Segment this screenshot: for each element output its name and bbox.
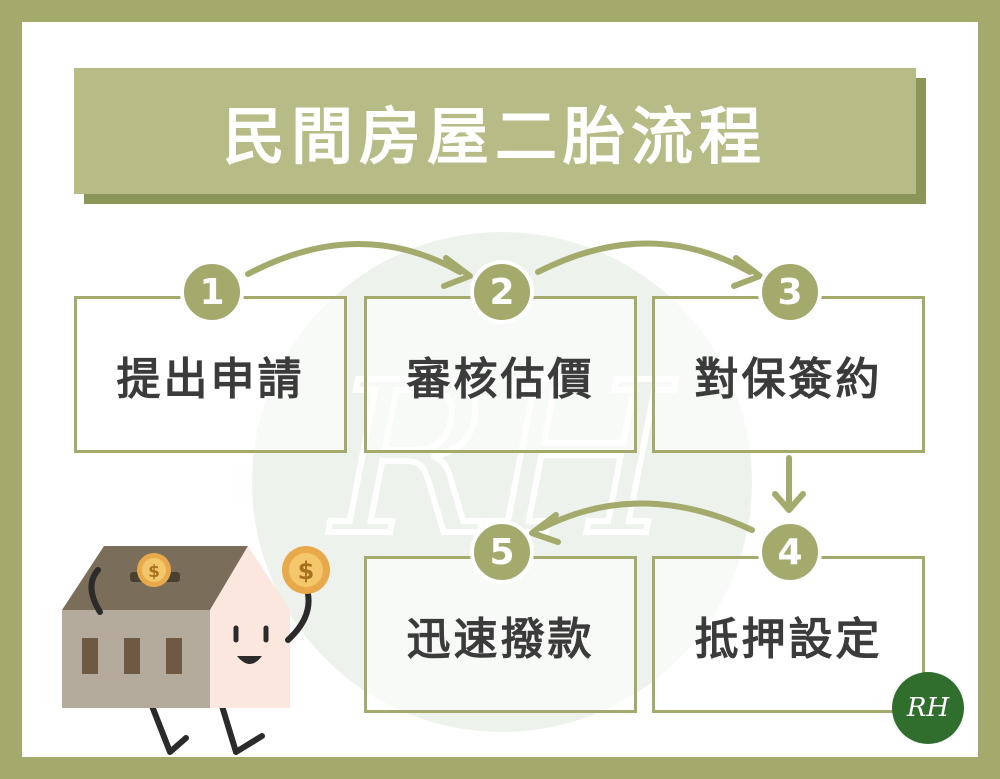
svg-text:$: $: [298, 557, 315, 585]
house-window: [82, 638, 98, 674]
step-number-2: 2: [470, 260, 534, 324]
house-right-arm: [285, 591, 312, 643]
coin-icon: $: [137, 553, 171, 587]
step-number-4: 4: [758, 520, 822, 584]
arrow-1-to-2: [245, 241, 463, 277]
arrow-2-to-3: [535, 240, 753, 275]
step-label: 抵押設定: [694, 613, 883, 665]
house-left-arm: [88, 567, 103, 615]
title-banner: 民間房屋二胎流程: [74, 68, 916, 194]
brand-logo: RH: [892, 672, 964, 744]
coin-icon: $: [282, 546, 330, 594]
arrow-4-to-5: [539, 500, 755, 533]
page-title: 民間房屋二胎流程: [222, 100, 767, 173]
step-label: 提出申請: [116, 353, 305, 405]
mascot-mouth: [237, 656, 262, 664]
step-number-5: 5: [470, 520, 534, 584]
house-window: [124, 638, 140, 674]
step-label: 迅速撥款: [406, 613, 595, 665]
step-number-1: 1: [180, 260, 244, 324]
step-number-3: 3: [758, 260, 822, 324]
house-window: [166, 638, 182, 674]
house-legs: [149, 703, 265, 755]
svg-text:$: $: [148, 562, 160, 582]
step-label: 審核估價: [406, 353, 595, 405]
house-gable: [210, 546, 290, 708]
step-label: 對保簽約: [694, 353, 883, 405]
